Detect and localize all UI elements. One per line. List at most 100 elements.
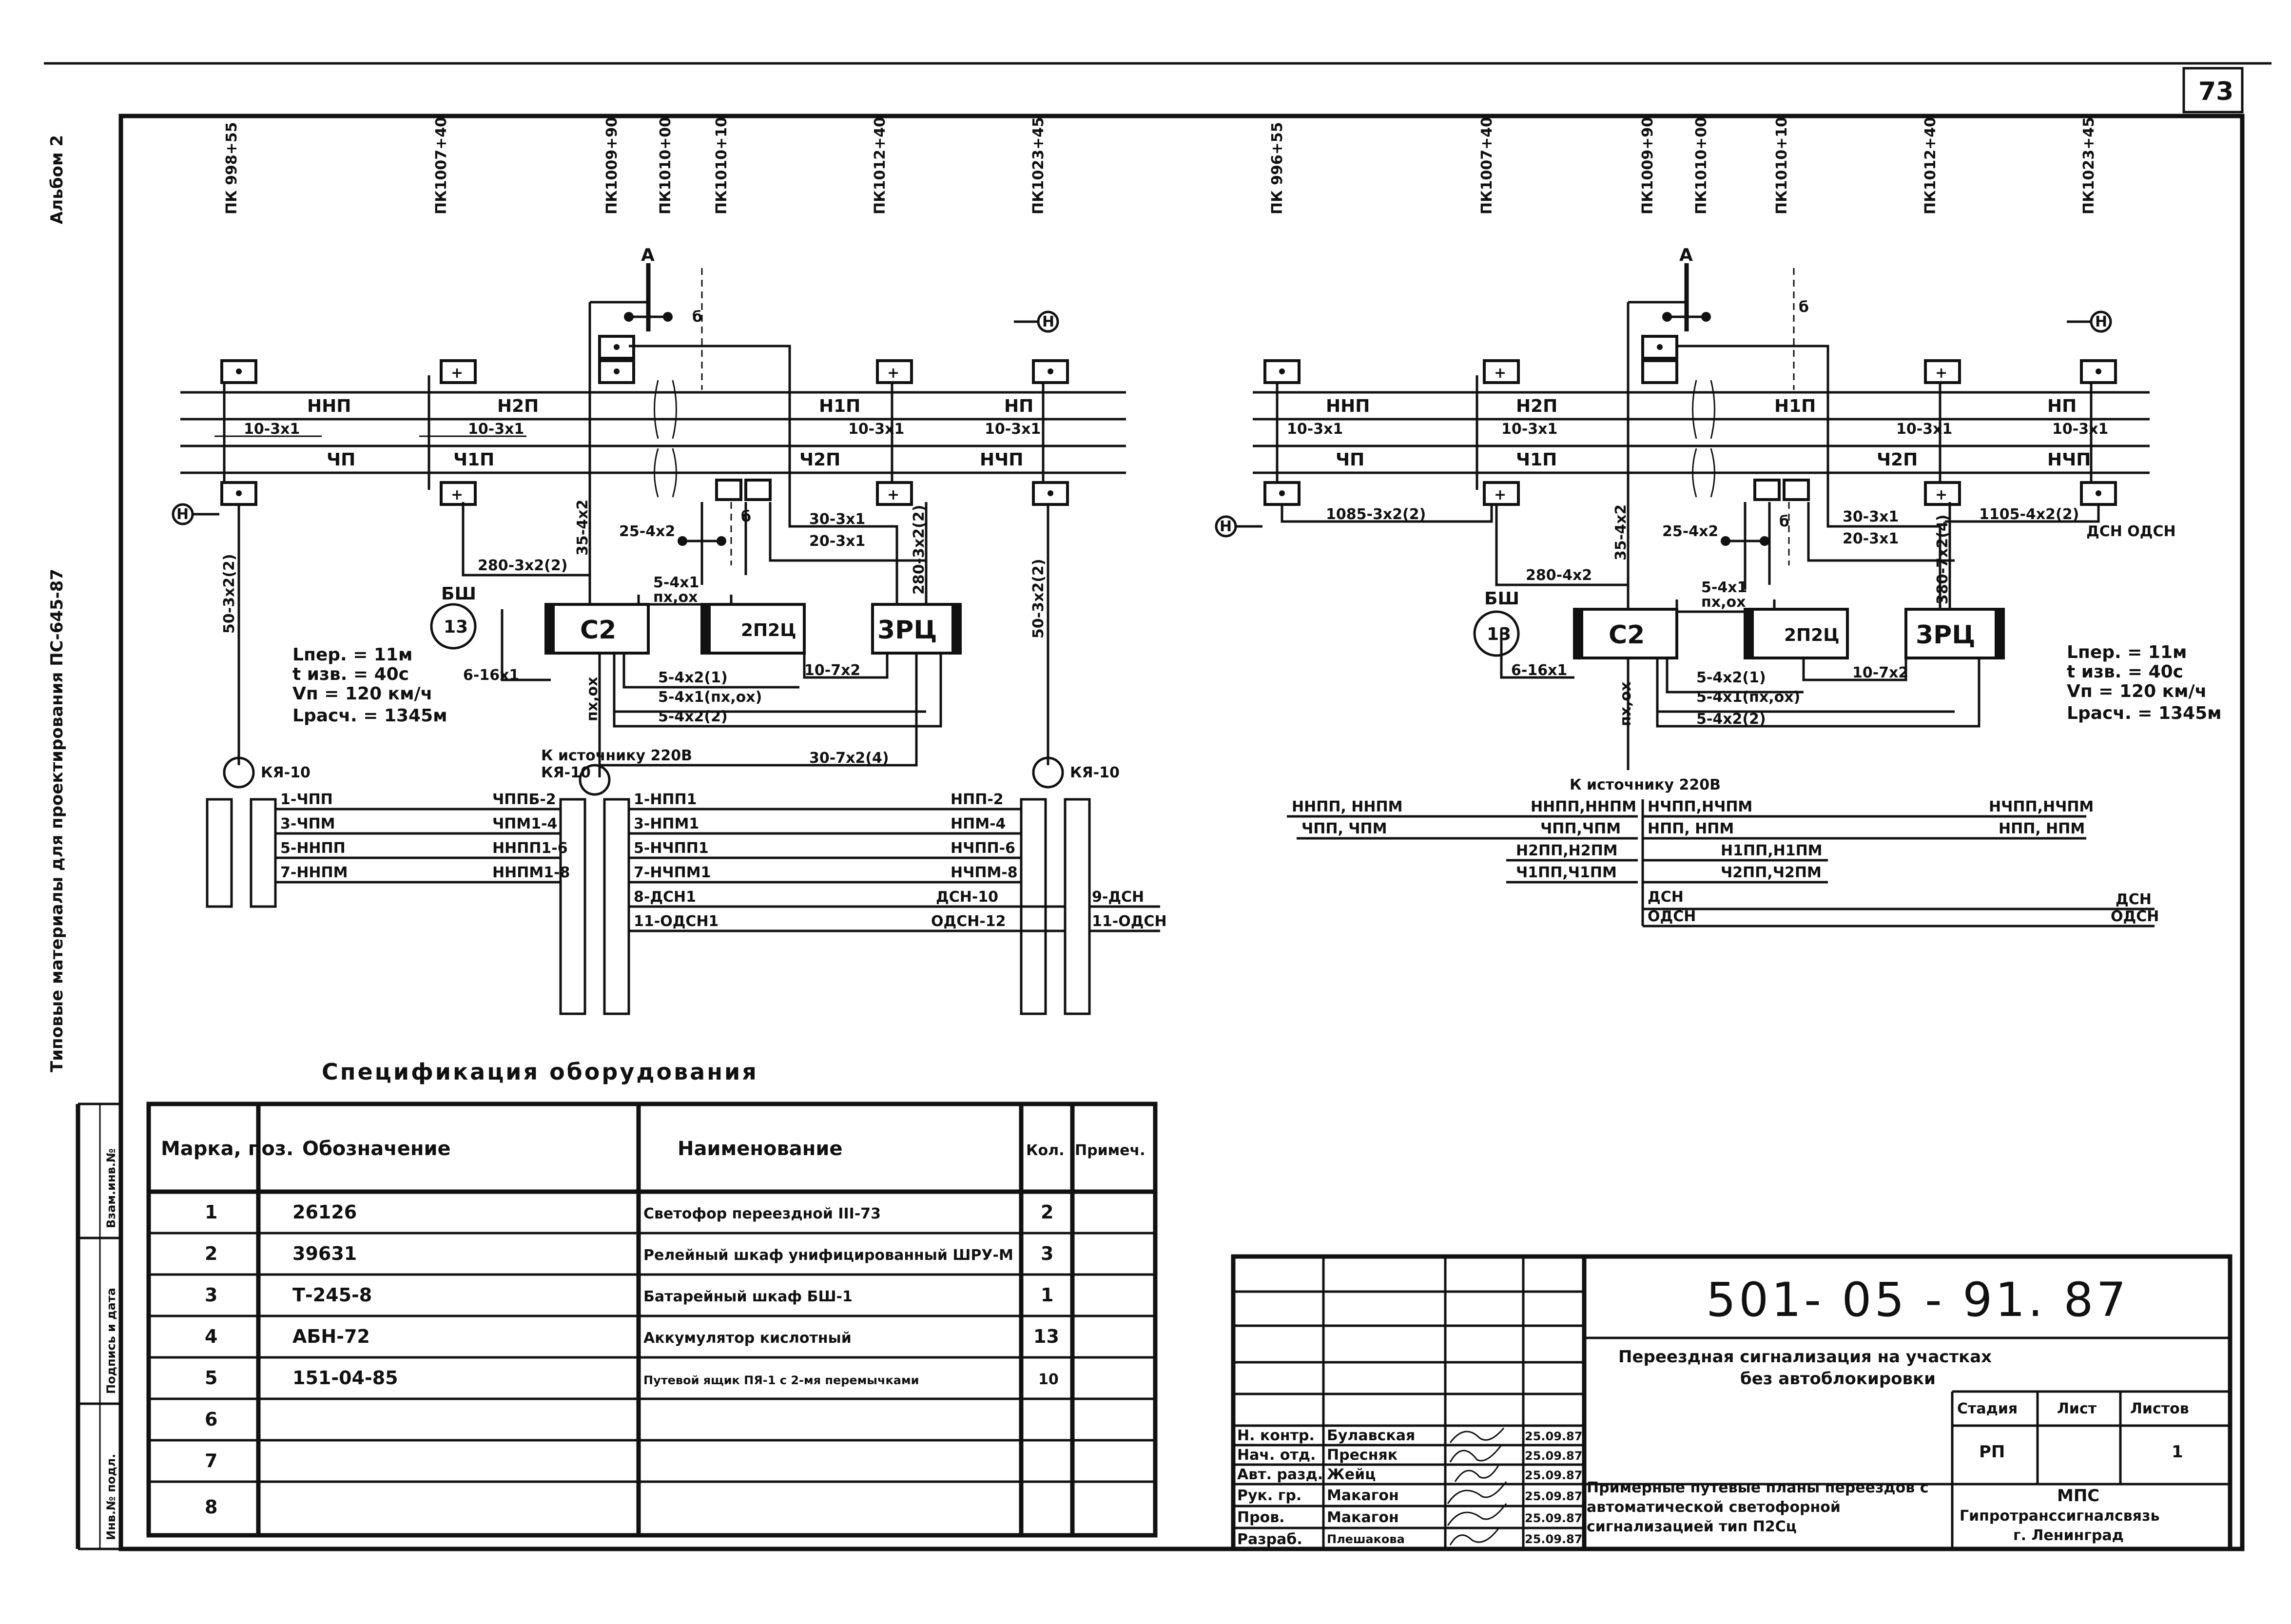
picket-label: ПК1012+40 (872, 117, 889, 214)
table-row: 6 (205, 1409, 217, 1430)
bus-label: ОДСН (1648, 908, 1696, 925)
track-box: + (440, 359, 477, 384)
svg-text:Разраб.: Разраб. (1237, 1531, 1302, 1548)
spec-header-qty: Кол. (1026, 1142, 1065, 1159)
cable-label: 10-3х1 (244, 421, 300, 438)
svg-text:25.09.87: 25.09.87 (1525, 1469, 1582, 1482)
terminal-label: 1-НПП1 (634, 791, 697, 808)
cable-label: 30-3х1 (1843, 508, 1899, 525)
track-label: Ч2П (1877, 450, 1918, 470)
cable-label: 280-4х2 (1526, 567, 1592, 584)
cable-label: 10-3х1 (468, 421, 524, 438)
bus-label: ОДСН (2111, 908, 2159, 925)
svg-text:Светофор переездной III-73: Светофор переездной III-73 (643, 1205, 881, 1222)
cable-label: ДСН ОДСН (2086, 523, 2176, 540)
direction-arrow-n: Н (2067, 310, 2112, 333)
crossing-label: б (692, 309, 702, 326)
cable-label: 10-3х1 (848, 421, 904, 438)
cable-label: 10-3х1 (1287, 421, 1343, 438)
junction-box: КЯ-10 (541, 764, 611, 796)
svg-text:Булавская: Булавская (1327, 1427, 1415, 1444)
bus-label: НПП, НПМ (1999, 820, 2085, 837)
picket-label: ПК1009+90 (1639, 117, 1656, 214)
track-box (1783, 479, 1810, 501)
terminal-label: ДСН-10 (936, 889, 998, 906)
spec-header-note: Примеч. (1075, 1142, 1145, 1159)
bus-label: Ч1ПП,Ч1ПМ (1516, 864, 1617, 881)
track-box (1641, 335, 1678, 360)
staff-row: Пров. Макагон 25.09.87 (1237, 1503, 1582, 1526)
bus-label: ННПП,ННПМ (1531, 798, 1636, 815)
track-box: + (1924, 481, 1961, 506)
cable-label: 30-7х2(4) (809, 750, 889, 767)
staff-row: Рук. гр. Макагон 25.09.87 (1237, 1481, 1582, 1504)
series-label: Типовые материалы для проектирования ПС-… (47, 569, 67, 1072)
svg-text:Нач. отд.: Нач. отд. (1237, 1447, 1316, 1464)
cable-label: 280-3х2(2) (911, 505, 928, 595)
bus-label: ДСН (1648, 889, 1684, 906)
sheet-description-box: Примерные путевые планы переездов с авто… (1587, 1479, 1928, 1535)
svg-text:2: 2 (1041, 1201, 1053, 1223)
cable-label: 5-4х1 (653, 574, 699, 591)
staff-row: Н. контр. Булавская 25.09.87 (1237, 1427, 1582, 1444)
track-label: Ч2П (799, 450, 840, 470)
track-box (1032, 359, 1069, 384)
svg-text:+: + (1935, 365, 1947, 382)
right-track-plan: ПК 996+55 ПК1007+40 ПК1009+90 ПК1010+00 … (1215, 117, 2222, 928)
source-label: К источнику 220В (541, 747, 692, 764)
page-number: 73 (2198, 77, 2233, 106)
doc-code: 501- 05 - 91. 87 (1706, 1273, 2129, 1327)
terminal-label: НПП-2 (951, 791, 1004, 808)
cable-label: 10-3х1 (1501, 421, 1557, 438)
track-box: + (440, 481, 477, 506)
svg-text:Н: Н (176, 506, 189, 523)
side-box-inv: Инв.№ подл. (104, 1454, 118, 1540)
sheet-header: Лист (2057, 1400, 2097, 1417)
spec-title: Спецификация оборудования (322, 1059, 758, 1085)
svg-text:1: 1 (205, 1201, 217, 1223)
svg-text:Н: Н (1220, 518, 1232, 535)
relay-cabinet-2p2c: 2П2Ц (700, 603, 806, 655)
cable-label: 1085-3х2(2) (1326, 506, 1426, 523)
track-box: + (876, 481, 913, 506)
svg-text:Путевой ящик ПЯ-1 с 2-мя перем: Путевой ящик ПЯ-1 с 2-мя перемычками (643, 1373, 919, 1387)
cable-label: 25-4х2 (619, 523, 675, 540)
svg-text:151-04-85: 151-04-85 (292, 1367, 398, 1389)
left-track-plan: ПК 998+55 ПК1007+40 ПК1009+90 ПК1010+00 … (172, 117, 1167, 1015)
track-box (2080, 359, 2117, 384)
picket-label: ПК 996+55 (1269, 122, 1286, 214)
sheets-header: Листов (2130, 1400, 2189, 1417)
picket-label: ПК1010+10 (1773, 117, 1790, 214)
direction-label: А (641, 245, 655, 265)
svg-text:Макагон: Макагон (1327, 1509, 1399, 1526)
svg-text:13: 13 (1033, 1326, 1059, 1347)
cable-label: 10-7х2 (804, 662, 860, 679)
cable-label: 5-4х2(2) (1696, 711, 1766, 728)
cable-label: 20-3х1 (809, 533, 865, 550)
bus-label: ННПП, ННПМ (1292, 798, 1402, 815)
svg-text:БШ: БШ (1484, 589, 1519, 609)
picket-label: ПК1010+10 (713, 117, 730, 214)
svg-text:Релейный шкаф унифицированный: Релейный шкаф унифицированный ШРУ-М (643, 1247, 1013, 1264)
cable-label: 5-4х1 (1701, 579, 1747, 596)
cable-label: 1105-4х2(2) (1979, 506, 2079, 523)
cable-label: 10-3х1 (1896, 421, 1952, 438)
track-label: ЧП (1336, 450, 1364, 470)
svg-text:КЯ-10: КЯ-10 (261, 764, 311, 781)
picket-label: ПК1012+40 (1922, 117, 1939, 214)
track-box (220, 359, 257, 384)
svg-text:25.09.87: 25.09.87 (1525, 1430, 1582, 1443)
svg-text:Т-245-8: Т-245-8 (292, 1284, 372, 1306)
cable-label: 5-4х1(пх,ох) (658, 689, 762, 706)
bus-label: ЧПП,ЧПМ (1540, 820, 1621, 837)
svg-text:2: 2 (205, 1243, 217, 1264)
relay-cabinet-c2: С2 (544, 603, 650, 655)
org-name: Гипротранссигналсвязь (1960, 1508, 2159, 1525)
svg-text:Жейц: Жейц (1327, 1466, 1376, 1483)
track-label: Н2П (1516, 396, 1557, 416)
svg-text:+: + (1494, 486, 1506, 503)
cable-label: 10-3х1 (2052, 421, 2108, 438)
direction-arrow-n: Н (1014, 310, 1059, 333)
source-label: К источнику 220В (1570, 776, 1721, 793)
relay-cabinet-3rc: 3РЦ (1904, 608, 2005, 659)
